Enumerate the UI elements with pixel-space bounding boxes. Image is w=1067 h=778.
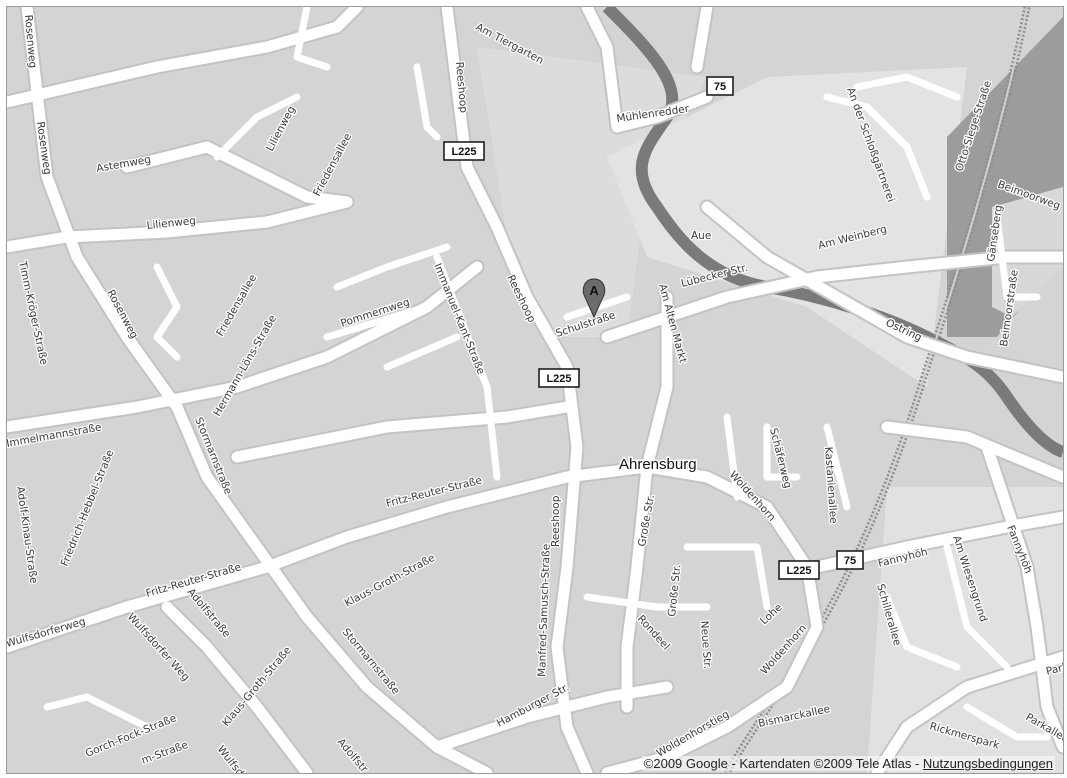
route-shield-l225-3: L225 [778, 560, 820, 580]
route-shield-75-1: 75 [706, 76, 734, 96]
street-label: Neue Str. [698, 620, 713, 669]
street-label: Manfred-Samusch-Straße [536, 544, 553, 677]
svg-text:L225: L225 [546, 373, 571, 385]
road-network [7, 7, 1063, 773]
copyright-text: ©2009 Google - Kartendaten ©2009 Tele At… [643, 756, 923, 771]
location-marker-a[interactable]: A [582, 278, 606, 319]
street-label: Reeshoop [550, 495, 562, 547]
map-canvas[interactable]: L225 L225 L225 75 75 Am Tiergarten Reesh… [7, 7, 1063, 773]
terms-of-use-link[interactable]: Nutzungsbedingungen [922, 756, 1053, 771]
svg-text:75: 75 [714, 81, 726, 93]
route-shield-l225-2: L225 [538, 368, 580, 388]
land-areas [7, 7, 1063, 773]
route-shield-l225-1: L225 [443, 141, 485, 161]
route-shield-75-2: 75 [836, 550, 864, 570]
svg-text:L225: L225 [786, 565, 811, 577]
city-label: Ahrensburg [619, 456, 697, 473]
svg-text:L225: L225 [451, 146, 476, 158]
svg-text:75: 75 [844, 555, 856, 567]
map-container[interactable]: L225 L225 L225 75 75 Am Tiergarten Reesh… [6, 6, 1064, 774]
map-copyright: ©2009 Google - Kartendaten ©2009 Tele At… [641, 756, 1055, 771]
street-label: Reeshoop [453, 61, 469, 114]
marker-letter: A [589, 283, 599, 298]
minor-roads [43, 7, 1051, 741]
street-label: Aue [691, 230, 711, 242]
